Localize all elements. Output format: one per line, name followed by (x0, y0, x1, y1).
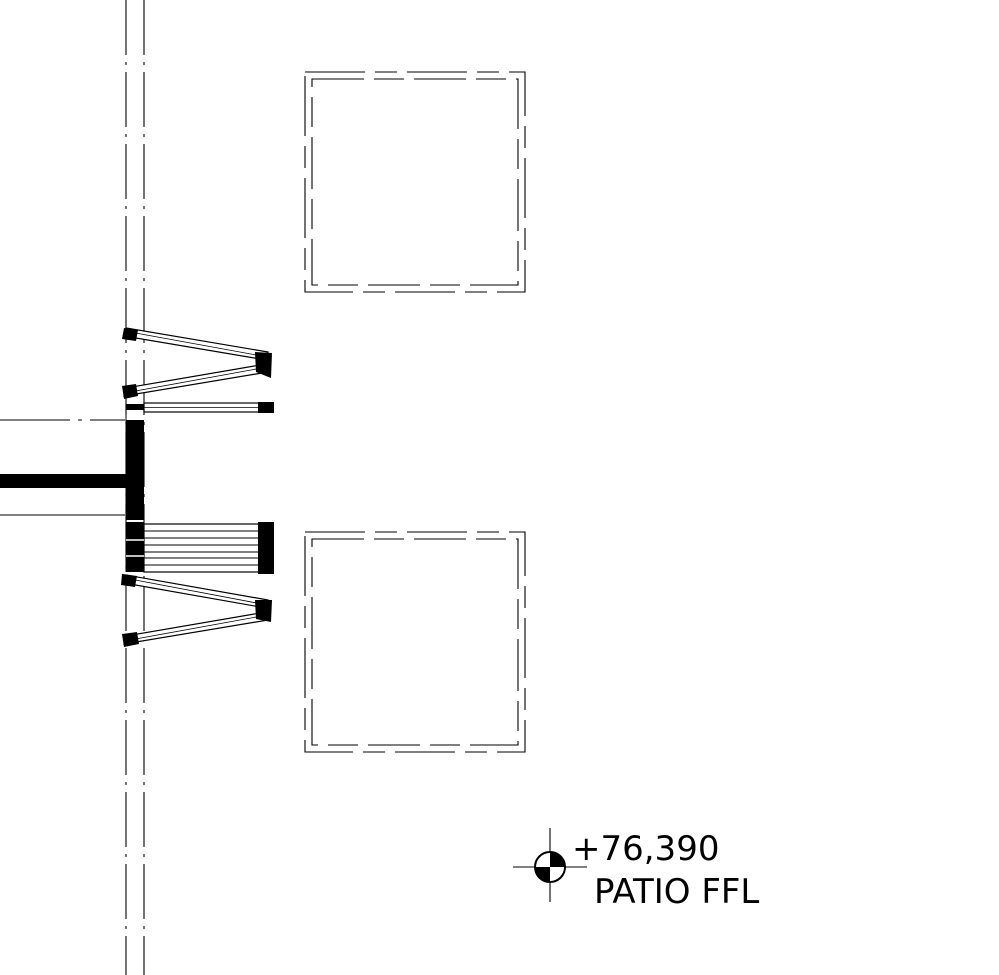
dashed-square-lower (304, 531, 526, 753)
wall-block (125, 404, 144, 572)
dashed-square-upper (304, 71, 526, 293)
stacked-leaves (126, 522, 274, 574)
level-datum-icon (513, 828, 587, 902)
wall-centerlines (125, 0, 145, 975)
level-label-text: PATIO FFL (594, 872, 759, 912)
folding-leaves-upper (122, 327, 274, 413)
folding-leaves-lower (121, 574, 272, 647)
beam-left (0, 419, 128, 516)
level-elevation-text: +76,390 (572, 829, 719, 869)
